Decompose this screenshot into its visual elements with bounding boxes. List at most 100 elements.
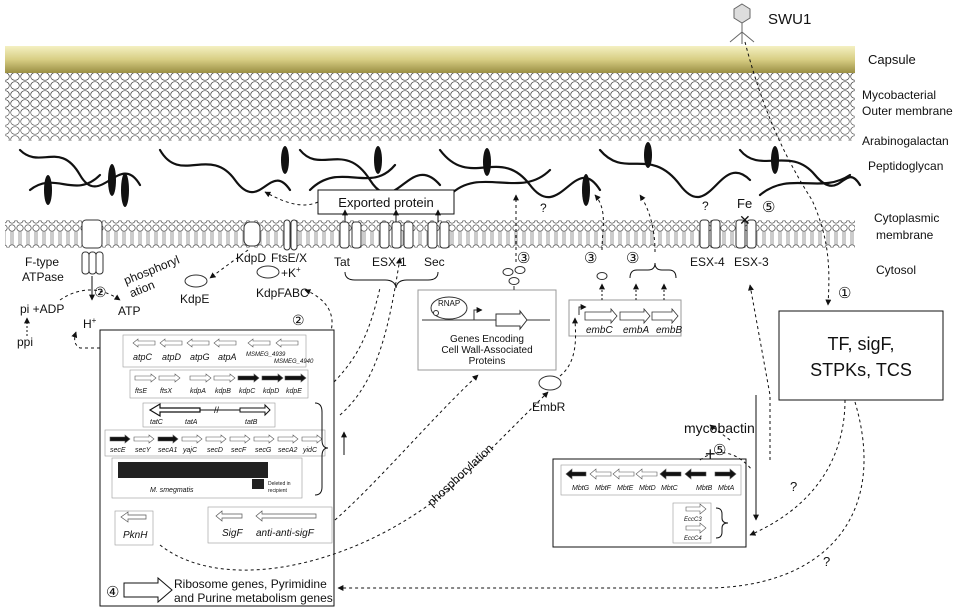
arabinogalactan-rods [44, 142, 779, 207]
ribosome-label-2: and Purine metabolism genes [174, 591, 333, 605]
embc-gene-icon [584, 307, 618, 325]
svg-text://: // [214, 405, 220, 415]
emba-gene-icon [619, 307, 651, 325]
m-smegmatis-label: M. smegmatis [150, 487, 194, 494]
gene-mbtf: MbtF [595, 485, 612, 492]
outer-membrane-label-2: Outer membrane [862, 104, 953, 118]
circled-three-c: ③ [626, 250, 639, 267]
exported-protein-label: Exported protein [338, 195, 433, 210]
tf-label-1: TF, sigF, [827, 334, 894, 354]
atp-label: ATP [118, 304, 140, 318]
sec-label: Sec [424, 255, 445, 269]
gene-atpa: atpA [218, 352, 237, 362]
cw-question: ? [540, 201, 547, 215]
phage-icon [729, 3, 755, 44]
peptidoglycan-strands [18, 148, 862, 199]
kdpe-label: KdpE [180, 292, 209, 306]
capsule-label: Capsule [868, 52, 916, 67]
gene-msmeg-4939: MSMEG_4939 [246, 352, 286, 358]
embab-up-arrow [639, 194, 656, 253]
gene-kdpe: kdpE [286, 388, 302, 395]
gene-atpc: atpC [133, 352, 153, 362]
ribosome-metabolism: ④ Ribosome genes, Pyrimidine and Purine … [106, 576, 333, 605]
gene-secf: secF [231, 447, 247, 454]
gene-seca2: secA2 [278, 447, 298, 454]
kdpe-protein [184, 274, 208, 288]
gene-ftsx: ftsX [160, 388, 172, 395]
pknh-label: PknH [123, 530, 148, 541]
tat-esx1-sec-brace [344, 271, 439, 289]
ribosomal-gene-strip: M. smegmatis Deleted in recipient [111, 457, 303, 499]
gene-kdpc: kdpC [239, 388, 256, 395]
cytoplasmic-label-2: membrane [876, 228, 934, 242]
sigf-label: SigF [222, 528, 243, 539]
outer-membrane-label-1: Mycobacterial [862, 88, 936, 102]
gene-kdpa: kdpA [190, 388, 206, 395]
capsule-layer [5, 46, 855, 73]
kdpfabc-label: KdpFABC [256, 286, 309, 300]
gene-eccc4: EccC4 [684, 536, 702, 542]
kdp-operon: ftsE ftsX kdpA kdpB kdpC kdpD kdpE [129, 369, 309, 399]
circled-two-kdp: ② [292, 312, 305, 328]
gene-atpd: atpD [162, 352, 182, 362]
gene-yajc: yajC [182, 447, 198, 454]
layer-labels: Capsule Mycobacterial Outer membrane Ara… [862, 52, 953, 277]
exported-arrow [264, 191, 319, 206]
circled-one: ① [838, 285, 851, 302]
ftse-transporter [283, 219, 298, 251]
ftype-label-1: F-type [25, 255, 59, 269]
embr-protein [538, 375, 562, 391]
ribosome-question: ? [823, 554, 830, 569]
tat-label: Tat [334, 255, 351, 269]
gene-tatb: tatB [245, 419, 258, 426]
pknh-gene: PknH [114, 510, 154, 546]
peptidoglycan-label: Peptidoglycan [868, 159, 943, 173]
gene-mbtb: MbtB [696, 485, 713, 492]
pknh-phosphorylation-arrow [159, 391, 549, 571]
gene-kdpb: kdpB [215, 388, 231, 395]
kdpd-to-kdpe-arrow [209, 249, 249, 279]
tf-box [778, 310, 944, 401]
fe-block-icon: ✕ [739, 212, 751, 228]
kdpfabc-protein [256, 265, 280, 279]
k-plus-label: +K+ [281, 265, 301, 280]
anti-anti-sigf-label: anti-anti-sigF [256, 528, 315, 539]
deleted-label-1: Deleted in [268, 481, 291, 487]
ftype-label-2: ATPase [22, 270, 64, 284]
gene-mbtc: MbtC [661, 485, 679, 492]
tat-operon: // tatC tatA tatB [142, 402, 276, 428]
gene-tatc: tatC [150, 419, 164, 426]
rnap-label: RNAP [438, 299, 460, 308]
gene-kdpd: kdpD [263, 388, 279, 395]
gene-msmeg-4940: MSMEG_4940 [274, 359, 314, 365]
gene-seca1: secA1 [158, 447, 178, 454]
tf-to-mbt-arrow [749, 399, 846, 536]
secreted-protein-dots [502, 266, 526, 285]
embr-to-emb-arrow [559, 317, 579, 377]
embb-gene-icon [651, 307, 679, 325]
atpase-regulation-arrow [71, 331, 130, 349]
cell-wall-gene-icon [495, 309, 528, 331]
genes-label-1: Genes Encoding [450, 334, 524, 345]
cytoplasmic-label-1: Cytoplasmic [874, 211, 939, 225]
ftse-label: FtsE/X [271, 251, 307, 265]
sec-operon: secE secY secA1 yajC secD secF secG secA… [104, 429, 326, 457]
mycobactin-block-icon: + [705, 444, 716, 464]
tat-esx1-sec-transporters [339, 221, 450, 249]
ribosome-label-1: Ribosome genes, Pyrimidine [174, 577, 327, 591]
genes-label-2: Cell Wall-Associated [441, 345, 532, 356]
ribosome-arrow-icon [123, 576, 173, 604]
circled-four: ④ [106, 584, 119, 601]
circled-two-atpase: ② [94, 284, 107, 300]
circled-three-a: ③ [517, 250, 530, 267]
gene-ftse: ftsE [135, 388, 147, 395]
esx4-label: ESX-4 [690, 255, 725, 269]
tf-label-2: STPKs, TCS [810, 360, 912, 380]
outer-membrane-layer [5, 73, 855, 141]
gene-mbte: MbtE [617, 485, 634, 492]
mbt-question: ? [790, 479, 797, 494]
gene-mbtd: MbtD [639, 485, 656, 492]
adp-atp-arrow [59, 289, 121, 301]
esx3-to-mbt-arrow [748, 284, 771, 460]
